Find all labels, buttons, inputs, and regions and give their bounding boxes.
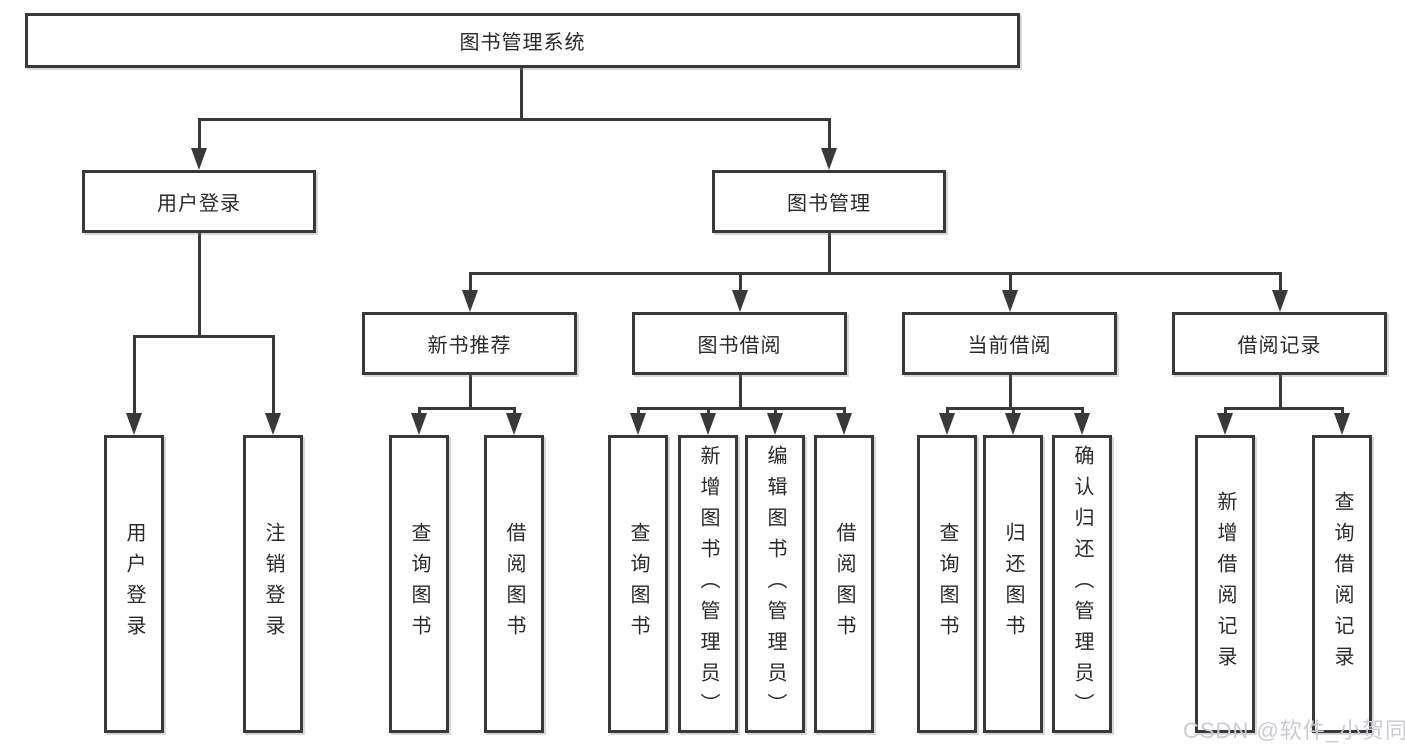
- connector-line: [198, 118, 201, 151]
- connector-line: [774, 407, 777, 417]
- node-book-management: 图书管理: [712, 170, 946, 233]
- connector-line: [1009, 273, 1012, 292]
- connector-line: [418, 407, 516, 410]
- node-return-book: 归还图书: [983, 435, 1043, 733]
- node-book-borrowing: 图书借阅: [632, 312, 847, 375]
- connector-arrowhead: [126, 413, 142, 435]
- connector-arrowhead: [1334, 413, 1350, 435]
- node-confirm-return-admin: 确认归还（管理员）: [1052, 435, 1112, 733]
- connector-line: [418, 407, 421, 417]
- connector-line: [1279, 273, 1282, 292]
- node-add-book-admin: 新增图书（管理员）: [678, 435, 738, 733]
- connector-arrowhead: [1217, 413, 1233, 435]
- connector-arrowhead: [700, 413, 716, 435]
- node-borrowing-query-books: 查询图书: [608, 435, 668, 733]
- connector-arrowhead: [191, 148, 207, 170]
- connector-arrowhead: [630, 413, 646, 435]
- connector-line: [707, 407, 710, 417]
- node-query-borrow-record: 查询借阅记录: [1312, 435, 1372, 733]
- connector-line: [133, 335, 275, 338]
- node-edit-book-admin: 编辑图书（管理员）: [745, 435, 805, 733]
- connector-arrowhead: [462, 290, 478, 312]
- connector-line: [1279, 372, 1282, 409]
- node-current-query-books: 查询图书: [917, 435, 977, 733]
- watermark: CSDN @软件_小贺同学: [1183, 718, 1405, 743]
- connector-line: [272, 335, 275, 415]
- node-user-login: 用户登录: [82, 170, 316, 233]
- node-user-login-action: 用户登录: [104, 435, 164, 733]
- connector-line: [469, 372, 472, 409]
- connector-arrowhead: [1272, 290, 1288, 312]
- connector-line: [469, 272, 1282, 275]
- connector-line: [1081, 407, 1084, 417]
- connector-line: [1224, 407, 1227, 417]
- connector-line: [520, 65, 523, 121]
- connector-line: [828, 230, 831, 275]
- connector-arrowhead: [767, 413, 783, 435]
- node-logout: 注销登录: [243, 435, 303, 733]
- connector-arrowhead: [506, 413, 522, 435]
- connector-arrowhead: [821, 148, 837, 170]
- connector-line: [1009, 372, 1012, 409]
- connector-arrowhead: [265, 413, 281, 435]
- connector-line: [513, 407, 516, 417]
- node-current-borrowing: 当前借阅: [902, 312, 1117, 375]
- connector-line: [1012, 407, 1015, 417]
- connector-line: [946, 407, 949, 417]
- node-recommend-borrow-books: 借阅图书: [484, 435, 544, 733]
- connector-line: [637, 407, 640, 417]
- node-borrow-records: 借阅记录: [1172, 312, 1387, 375]
- node-borrow-book: 借阅图书: [814, 435, 874, 733]
- node-new-book-recommend: 新书推荐: [362, 312, 577, 375]
- connector-line: [739, 273, 742, 292]
- connector-line: [739, 372, 742, 409]
- connector-arrowhead: [836, 413, 852, 435]
- connector-arrowhead: [1074, 413, 1090, 435]
- connector-line: [133, 335, 136, 415]
- node-recommend-query-books: 查询图书: [389, 435, 449, 733]
- connector-arrowhead: [1005, 413, 1021, 435]
- connector-line: [946, 407, 1084, 410]
- connector-arrowhead: [411, 413, 427, 435]
- connector-line: [1341, 407, 1344, 417]
- connector-line: [843, 407, 846, 417]
- connector-arrowhead: [732, 290, 748, 312]
- connector-line: [198, 118, 831, 121]
- node-add-borrow-record: 新增借阅记录: [1195, 435, 1255, 733]
- connector-line: [637, 407, 846, 410]
- connector-line: [469, 273, 472, 292]
- connector-arrowhead: [1002, 290, 1018, 312]
- connector-line: [828, 118, 831, 151]
- connector-line: [198, 230, 201, 337]
- node-root: 图书管理系统: [25, 13, 1020, 68]
- connector-arrowhead: [939, 413, 955, 435]
- connector-line: [1224, 407, 1344, 410]
